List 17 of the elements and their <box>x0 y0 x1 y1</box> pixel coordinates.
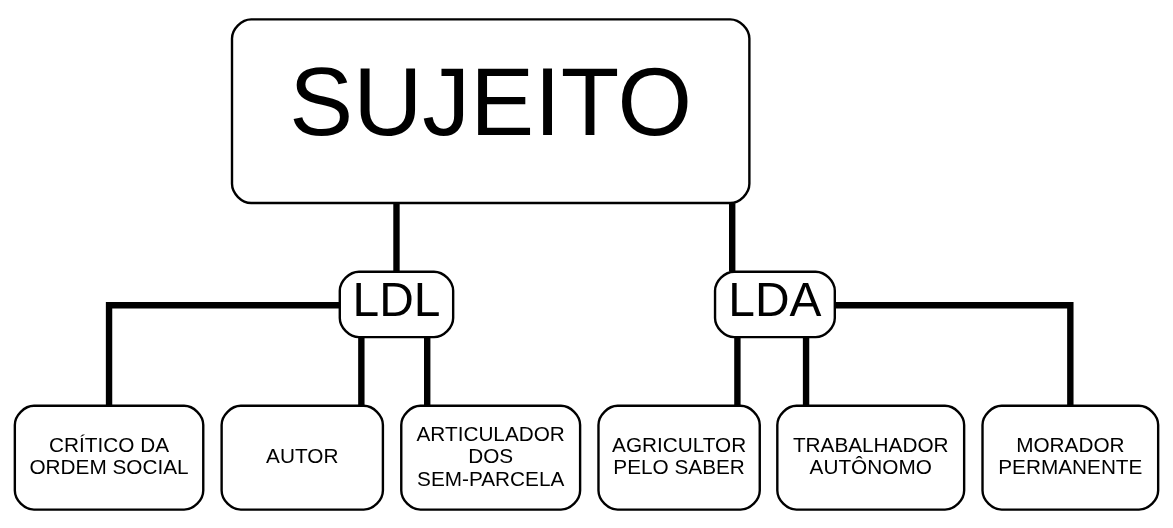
node-box: ARTICULADOR DOS SEM-PARCELA <box>400 404 582 511</box>
node-box: AGRICULTOR PELO SABER <box>597 404 761 511</box>
connector <box>358 337 365 405</box>
node-box: MORADOR PERMANENTE <box>981 404 1160 511</box>
node-box: TRABALHADOR AUTÔNOMO <box>776 404 966 511</box>
connector <box>393 202 400 272</box>
connector <box>729 202 736 272</box>
connector <box>835 301 1074 406</box>
node-box: CRÍTICO DA ORDEM SOCIAL <box>13 404 205 511</box>
connector <box>105 301 340 406</box>
connector <box>734 337 741 405</box>
connector <box>802 337 810 405</box>
node-box: LDA <box>713 270 836 338</box>
connector <box>424 337 431 405</box>
node-box: LDL <box>338 270 455 338</box>
node-box: AUTOR <box>220 404 385 511</box>
node-box: SUJEITO <box>230 17 751 204</box>
